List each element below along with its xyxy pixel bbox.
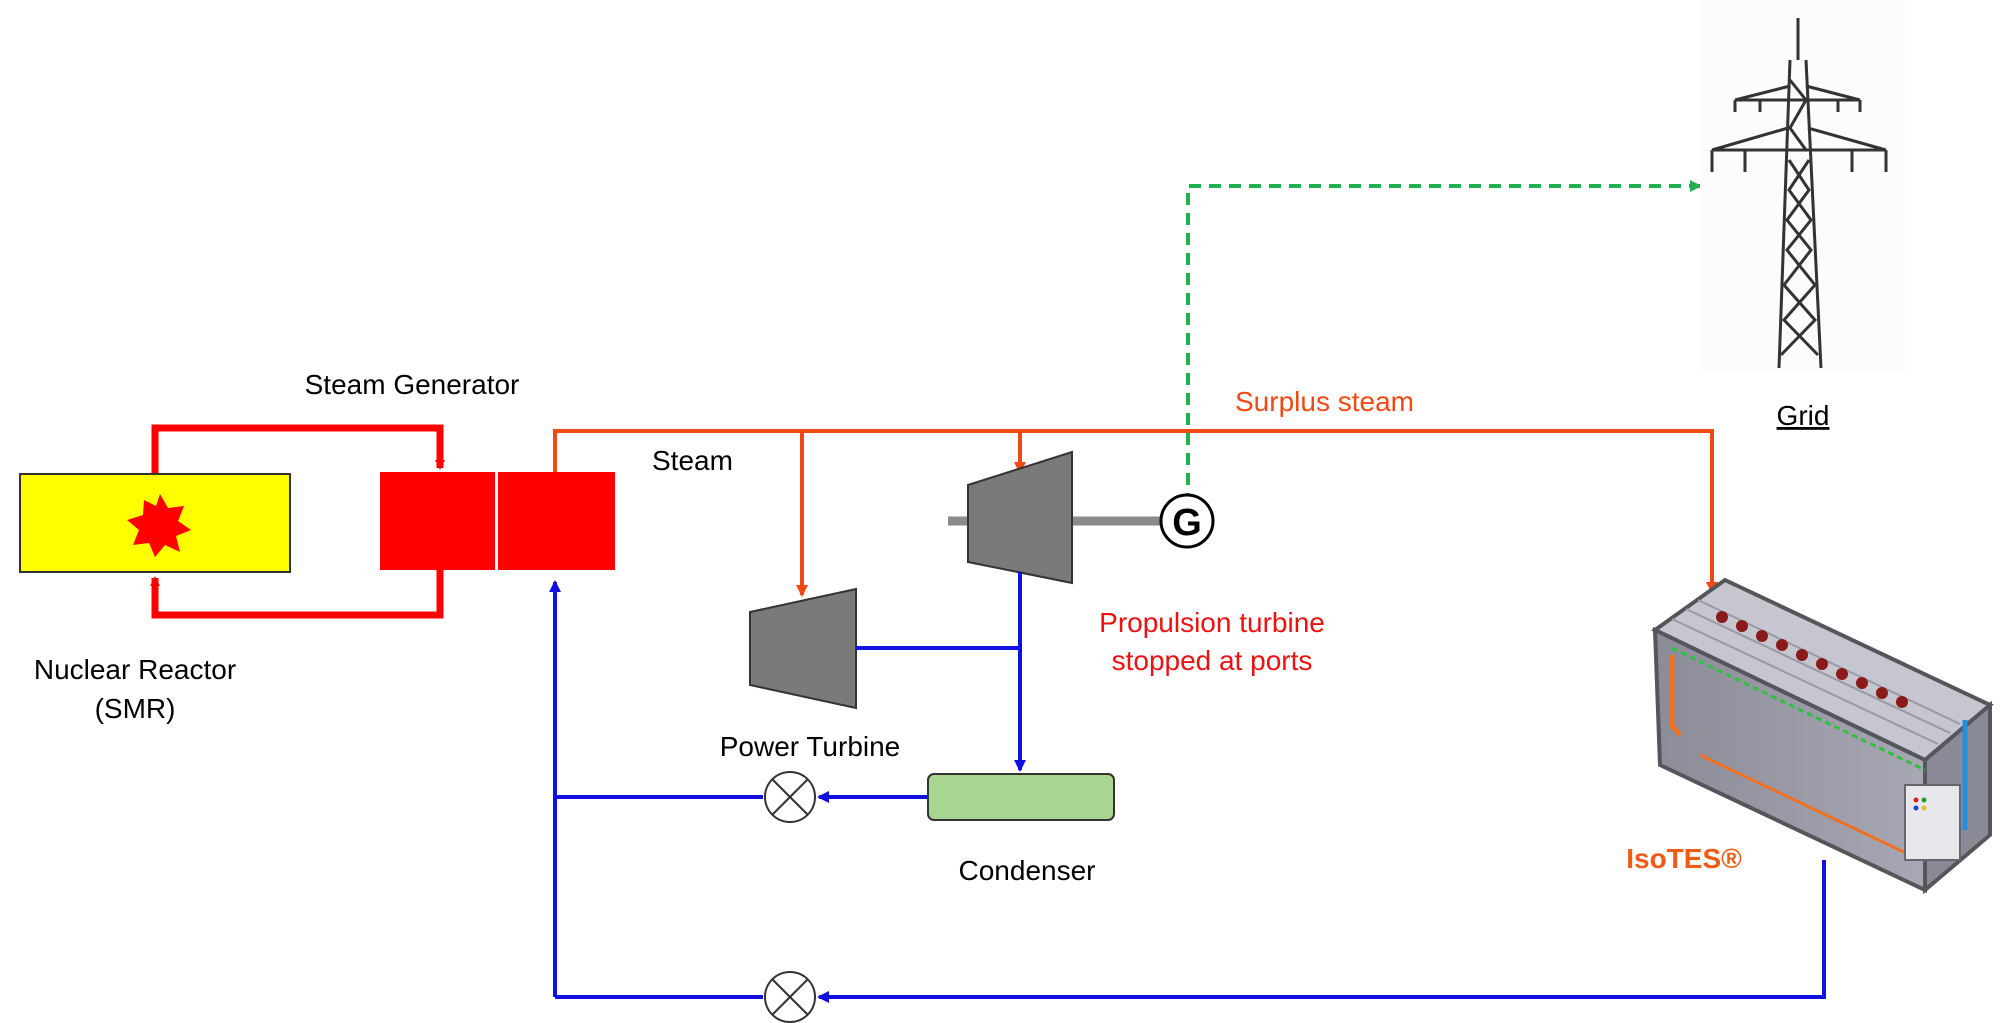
pump-upper [764, 771, 816, 823]
steam-generator [380, 472, 615, 570]
isotes-storage-unit [1651, 577, 1994, 895]
propulsion-turbine [967, 450, 1073, 585]
condenser-label: Condenser [959, 855, 1096, 886]
isotes-return-line [817, 860, 1826, 1003]
steam-generator-secondary-side [498, 472, 615, 570]
pump-lower [764, 971, 816, 1023]
reactor-core-star-icon [127, 494, 191, 557]
nuclear-reactor-label: Nuclear Reactor [34, 654, 236, 685]
isotes-orange-bottom-pipe [1699, 753, 1911, 857]
isotes-control-panel [1904, 784, 1961, 861]
return-lines [549, 572, 1826, 1003]
propulsion-turbine-assembly: G [948, 450, 1215, 585]
primary-loop-cold-leg [150, 570, 444, 619]
generator-symbol: G [1172, 502, 1202, 544]
steam-header [553, 429, 1714, 588]
labels: Steam Generator Nuclear Reactor (SMR) St… [34, 369, 1830, 886]
isotes-orange-piping [1669, 655, 1682, 737]
nuclear-reactor [19, 473, 291, 573]
steam-lines [553, 429, 1718, 597]
isotes-green-manifold [1671, 646, 1926, 772]
grid-label: Grid [1777, 400, 1830, 431]
nuclear-reactor-sublabel: (SMR) [95, 693, 176, 724]
generator-icon [1159, 493, 1215, 549]
steam-label: Steam [652, 445, 733, 476]
power-turbine [749, 587, 857, 710]
steam-generator-primary-side [380, 472, 495, 570]
isotes-label: IsoTES® [1626, 843, 1742, 874]
steam-generator-label: Steam Generator [305, 369, 520, 400]
power-turbine-label: Power Turbine [720, 731, 901, 762]
transmission-tower-icon [1700, 0, 1905, 372]
isotes-panel-lights [1913, 797, 1927, 811]
primary-loop [150, 424, 445, 619]
isotes-element-row [1716, 611, 1908, 708]
primary-loop-hot-leg [151, 424, 445, 478]
surplus-steam-label: Surplus steam [1235, 386, 1414, 417]
propulsion-turbine-label: Propulsion turbine [1099, 607, 1325, 638]
propulsion-turbine-sublabel: stopped at ports [1112, 645, 1313, 676]
condenser [927, 773, 1115, 821]
grid-power-link [1186, 180, 1702, 505]
